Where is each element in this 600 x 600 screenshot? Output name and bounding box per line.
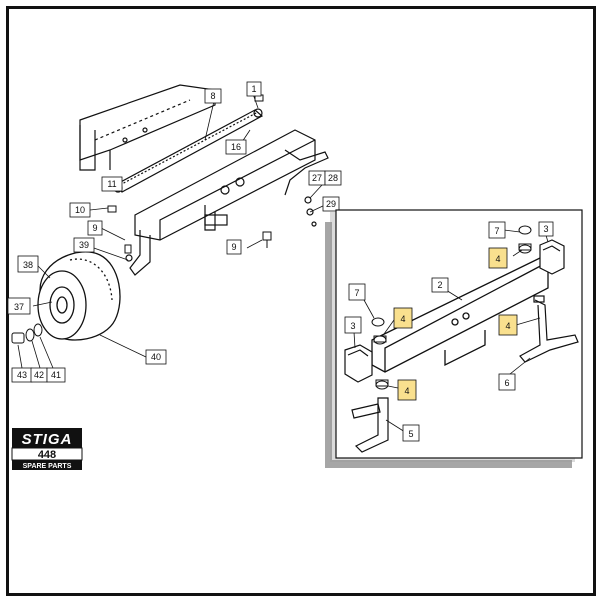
callout-5: 5 (408, 429, 413, 439)
callout-9-left: 9 (92, 223, 97, 233)
callout-2: 2 (437, 280, 442, 290)
callout-27: 27 (312, 173, 322, 183)
callout-3-left: 3 (350, 321, 355, 331)
inset-spindle-left (351, 397, 389, 453)
callout-38: 38 (23, 260, 33, 270)
spindle-left (125, 230, 151, 276)
leader-lines-inset (353, 229, 549, 433)
callout-43: 43 (17, 370, 27, 380)
callout-28: 28 (328, 173, 338, 183)
callouts-main (7, 81, 342, 383)
callout-7-top: 7 (494, 226, 499, 236)
callout-11: 11 (107, 179, 116, 189)
callout-labels-main: 8 1 16 11 10 9 9 39 27 28 29 38 37 40 43… (14, 84, 338, 380)
inset-brackets (344, 239, 565, 383)
callout-16: 16 (231, 142, 241, 152)
logo-brand: STIGA (22, 431, 73, 448)
callouts-inset (344, 221, 554, 442)
callout-4-top: 4 (495, 254, 500, 264)
callout-3-top: 3 (543, 224, 548, 234)
logo-caption: SPARE PARTS (23, 463, 72, 470)
callout-37: 37 (14, 302, 24, 312)
callout-6: 6 (504, 378, 509, 388)
mower-deck-body (79, 84, 216, 171)
logo-model: 448 (38, 449, 56, 461)
spindle-right (284, 149, 329, 227)
callout-4-left: 4 (400, 314, 405, 324)
callout-8: 8 (210, 91, 215, 101)
callout-42: 42 (34, 370, 44, 380)
wheel-hardware (11, 323, 43, 344)
callout-labels-inset: 7 3 4 2 7 4 4 3 6 4 5 (350, 224, 548, 439)
inset-washers (371, 225, 532, 390)
callout-10: 10 (75, 205, 85, 215)
callout-4-right: 4 (505, 321, 510, 331)
callout-4-bottom: 4 (404, 386, 409, 396)
stiga-logo: STIGA 448 SPARE PARTS (11, 428, 83, 470)
callout-9-right: 9 (231, 242, 236, 252)
leader-lines-main (17, 93, 326, 369)
front-wheel (37, 251, 121, 341)
callout-40: 40 (151, 352, 161, 362)
callout-39: 39 (79, 240, 89, 250)
callout-7-left: 7 (354, 288, 359, 298)
inset-spindle-right (519, 295, 579, 363)
callout-41: 41 (51, 370, 61, 380)
callout-1: 1 (251, 84, 256, 94)
front-axle-main (134, 129, 316, 241)
callout-29: 29 (326, 199, 336, 209)
